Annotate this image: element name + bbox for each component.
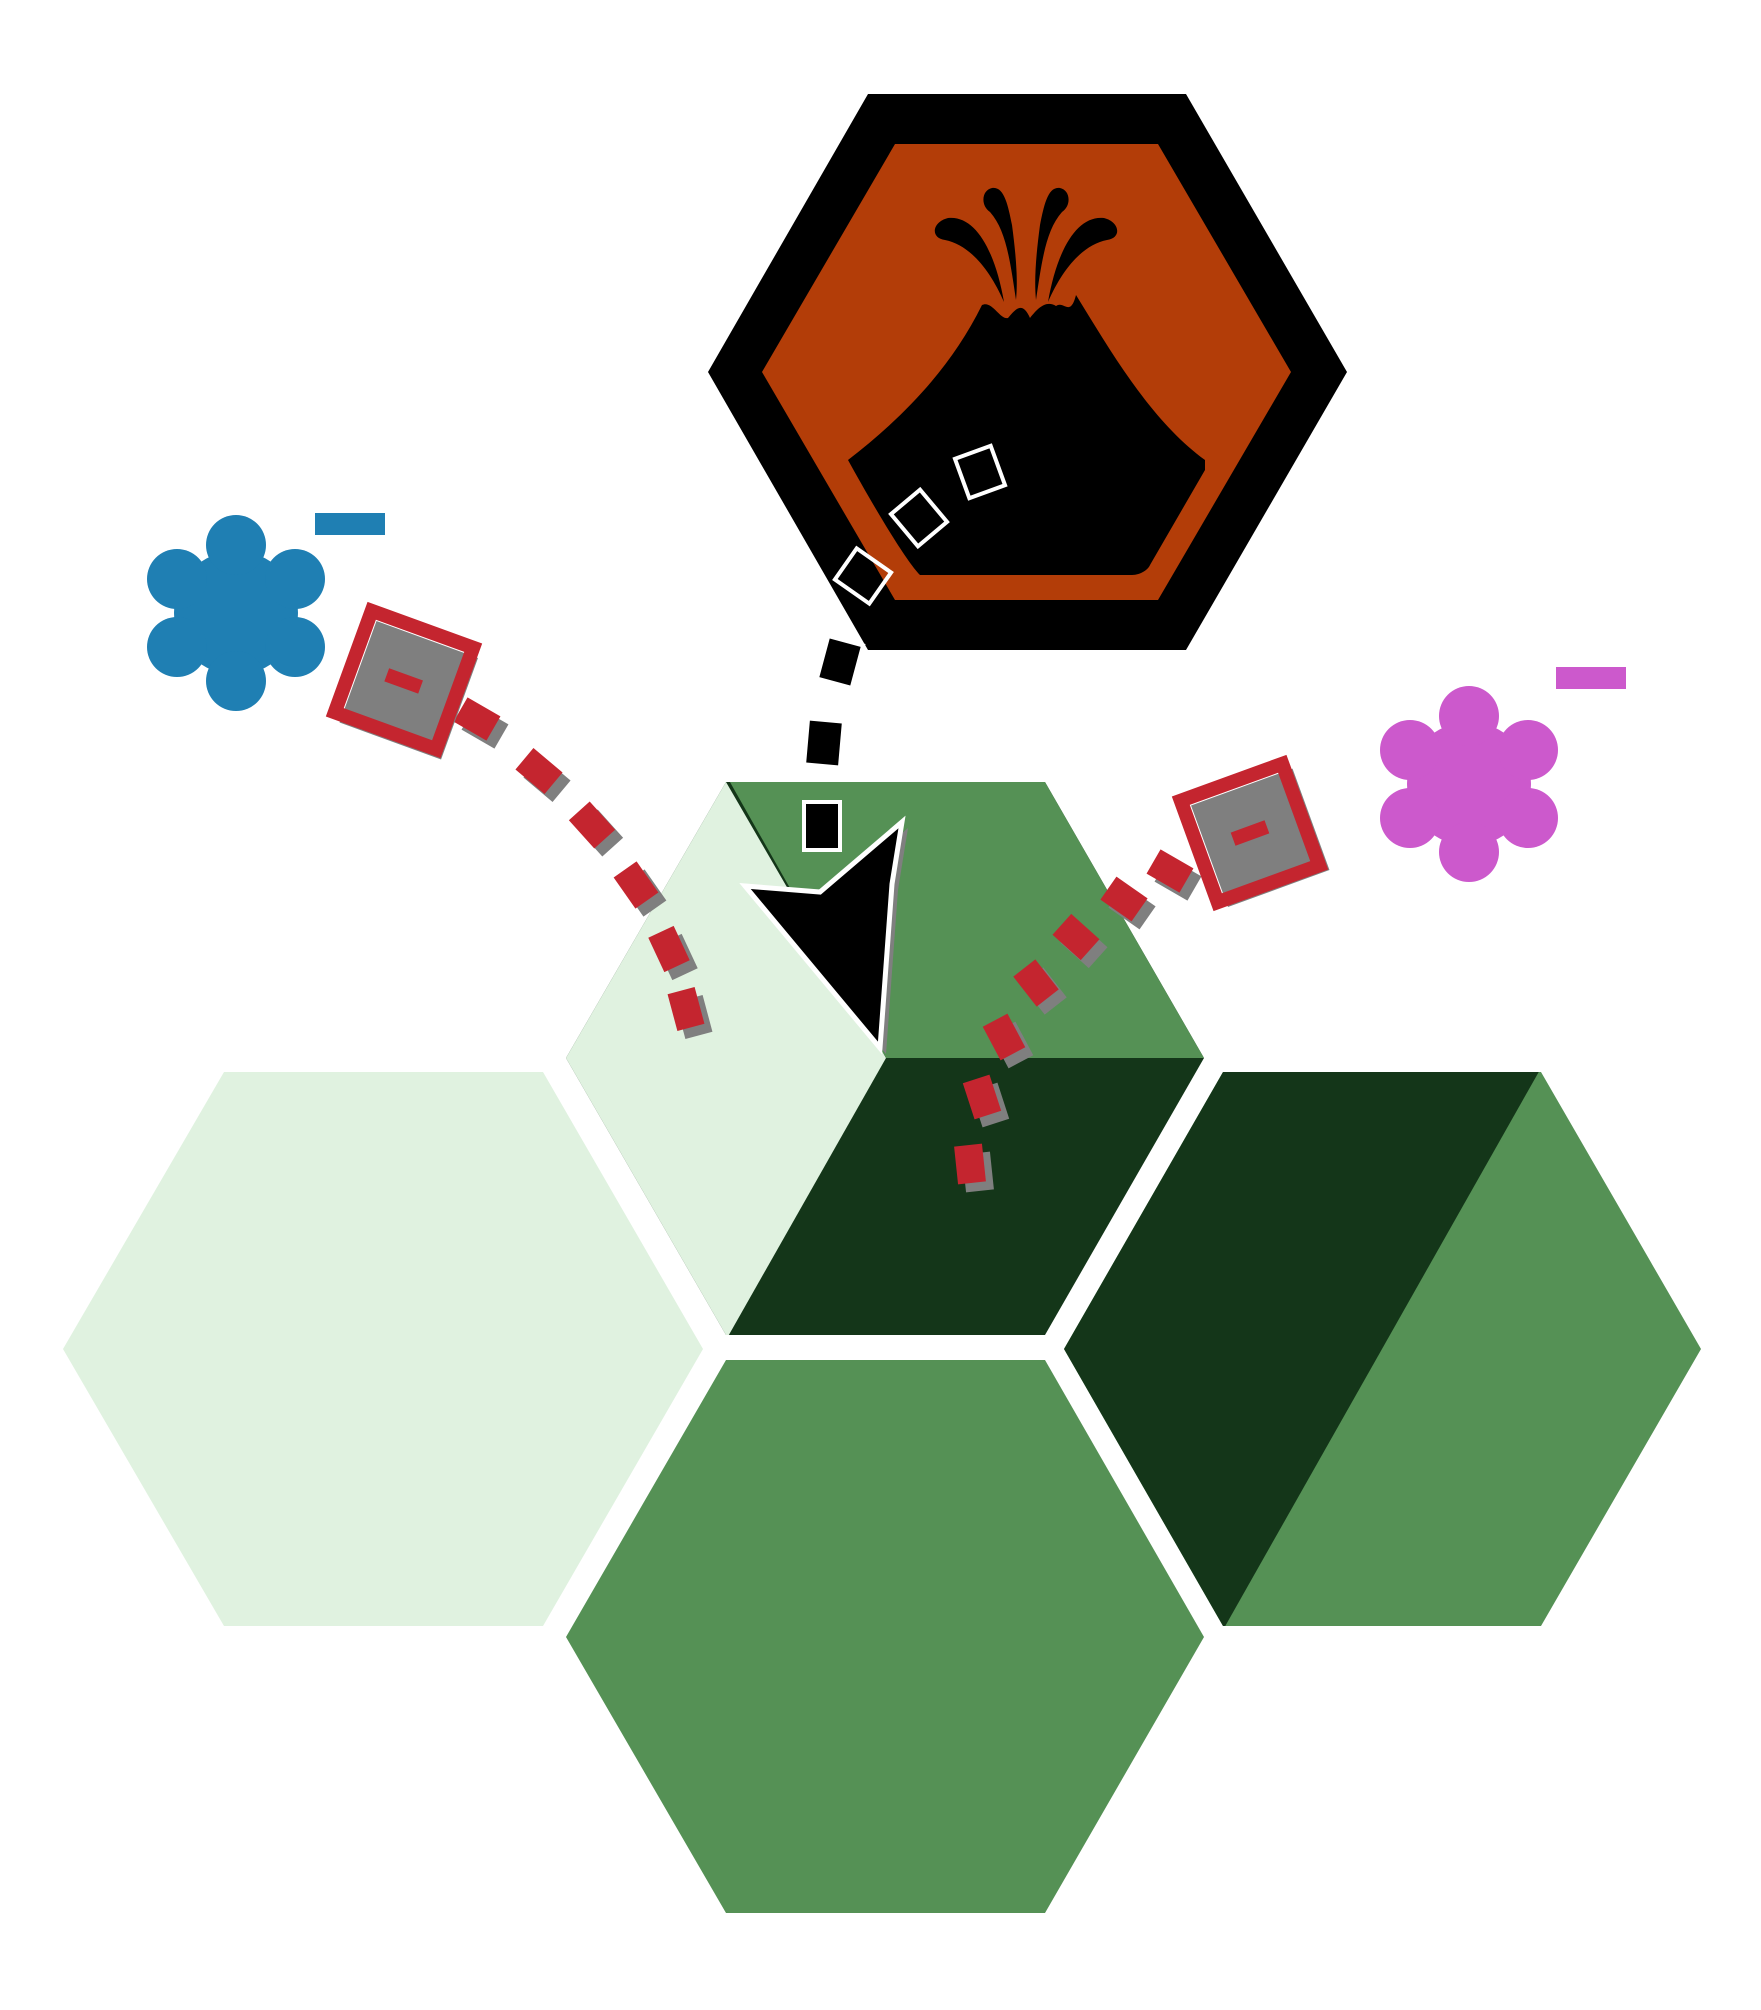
dash-marker — [1556, 667, 1626, 689]
blue-player[interactable] — [147, 513, 713, 1039]
attack-path-pink — [954, 754, 1330, 1193]
pale-grass-hex-left[interactable] — [63, 1072, 703, 1626]
grass-hex-bottom[interactable] — [566, 1360, 1204, 1913]
split-hex-right[interactable] — [1060, 1068, 1710, 1638]
volcano-icon — [848, 187, 1205, 575]
volcano-tile[interactable] — [708, 94, 1347, 650]
flower-icon — [1380, 686, 1558, 882]
pink-player[interactable] — [954, 667, 1626, 1193]
flower-icon — [147, 515, 325, 711]
attack-path-blue — [325, 601, 713, 1039]
lava-path — [739, 443, 1008, 1055]
dash-marker — [315, 513, 385, 535]
